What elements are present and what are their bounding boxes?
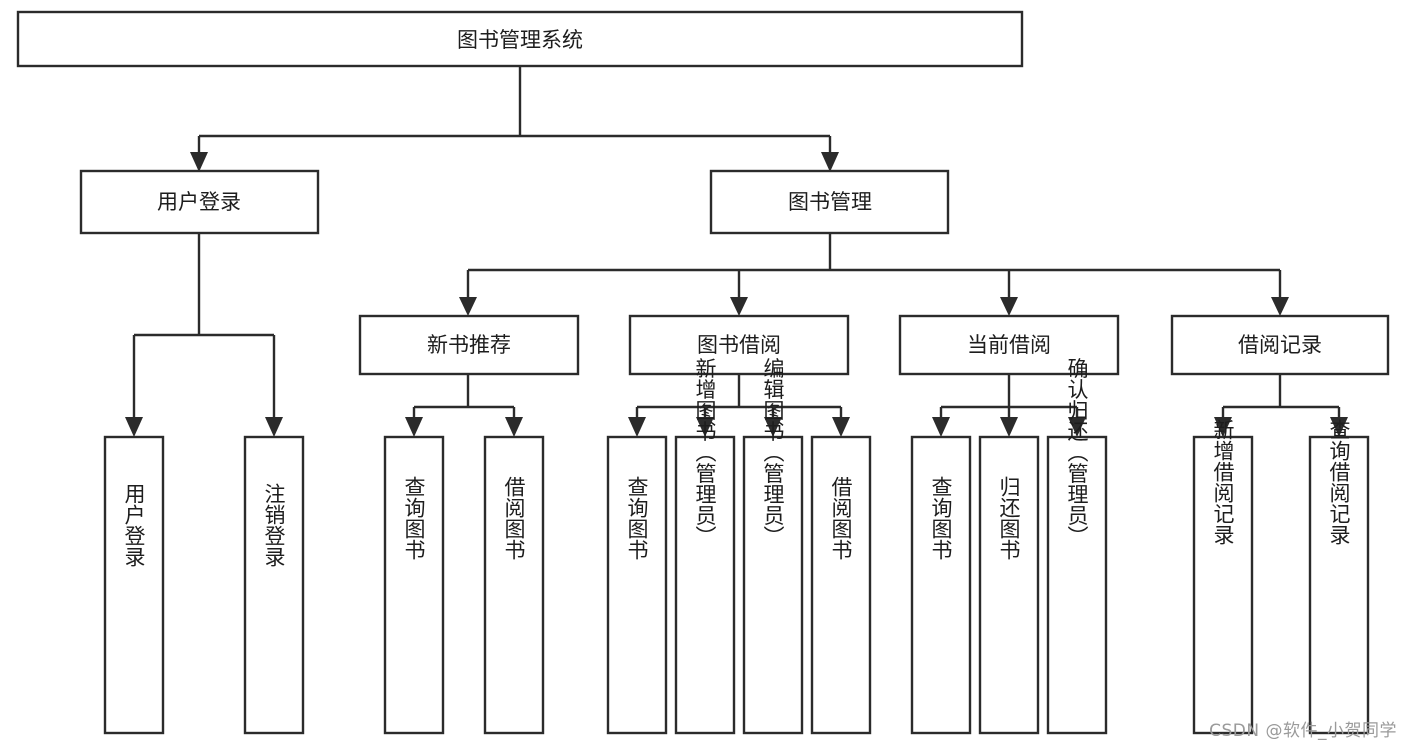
node-leaf-edit-book-admin-label: 编辑图书（管理员） [761,358,785,547]
node-leaf-query-borrow-record[interactable]: 查询借阅记录 [1308,419,1370,735]
connector-group-book-manage [459,233,1289,316]
arrow-head-book-borrow [730,297,748,316]
arrow-head-borrow-record [1271,297,1289,316]
node-user-login[interactable]: 用户登录 [79,169,320,235]
node-leaf-borrow-book-1[interactable]: 借阅图书 [483,435,545,735]
arrow-head-leaf-add-borrow-record [1214,417,1232,437]
node-borrow-record-box[interactable] [1170,314,1390,376]
connector-group-user-login [125,233,283,437]
arrow-head-leaf-query-book-1 [405,417,423,437]
node-new-book-rec-label: 新书推荐 [427,333,511,357]
node-leaf-add-borrow-record-box[interactable] [1192,435,1254,735]
node-user-login-box[interactable] [79,169,320,235]
connector-group-current-borrow [932,374,1086,437]
node-leaf-user-login-box[interactable] [103,435,165,735]
node-leaf-query-borrow-record-label: 查询借阅记录 [1327,419,1351,545]
node-new-book-rec[interactable]: 新书推荐 [358,314,580,376]
node-leaf-add-borrow-record-label: 新增借阅记录 [1211,419,1235,545]
node-root-box[interactable] [16,10,1024,68]
arrow-head-leaf-query-book-3 [932,417,950,437]
arrow-head-book-manage [821,152,839,172]
arrow-head-current-borrow [1000,297,1018,316]
node-leaf-query-book-3-box[interactable] [910,435,972,735]
node-root[interactable]: 图书管理系统 [16,10,1024,68]
node-leaf-user-login[interactable]: 用户登录 [103,435,165,735]
node-leaf-query-book-3-label: 查询图书 [929,476,953,560]
node-leaf-add-borrow-record[interactable]: 新增借阅记录 [1192,419,1254,735]
node-current-borrow-label: 当前借阅 [967,333,1051,357]
node-book-borrow-label: 图书借阅 [697,333,781,357]
node-book-manage-label: 图书管理 [788,190,872,214]
connector-group-book-borrow [628,374,850,437]
node-current-borrow-box[interactable] [898,314,1120,376]
node-borrow-record-label: 借阅记录 [1238,333,1322,357]
connector-group-root [190,66,839,172]
node-leaf-borrow-book-2-label: 借阅图书 [829,476,853,560]
node-book-borrow[interactable]: 图书借阅 [628,314,850,376]
node-leaf-confirm-return-admin-label: 确认归还（管理员） [1065,358,1089,547]
arrow-head-leaf-return-book [1000,417,1018,437]
connector-group-borrow-record [1214,374,1348,437]
arrow-head-leaf-user-login [125,417,143,437]
node-root-label: 图书管理系统 [457,28,583,52]
node-leaf-borrow-book-1-label: 借阅图书 [502,476,526,560]
node-leaf-borrow-book-2[interactable]: 借阅图书 [810,435,872,735]
arrow-head-leaf-borrow-book-2 [832,417,850,437]
node-leaf-edit-book-admin-box[interactable] [742,435,804,735]
node-leaf-query-book-2-box[interactable] [606,435,668,735]
node-leaf-add-book-admin[interactable]: 新增图书（管理员） [674,358,736,735]
arrow-head-leaf-add-book-admin [696,417,714,437]
arrow-head-user-login [190,152,208,172]
arrow-head-leaf-edit-book-admin [764,417,782,437]
node-book-borrow-box[interactable] [628,314,850,376]
arrow-head-leaf-query-borrow-record [1330,417,1348,437]
node-leaf-query-book-1-label: 查询图书 [402,476,426,560]
node-leaf-return-book[interactable]: 归还图书 [978,435,1040,735]
node-book-manage-box[interactable] [709,169,950,235]
node-leaf-query-book-1-box[interactable] [383,435,445,735]
node-current-borrow[interactable]: 当前借阅 [898,314,1120,376]
node-borrow-record[interactable]: 借阅记录 [1170,314,1390,376]
node-leaf-logout[interactable]: 注销登录 [243,435,305,735]
node-leaf-return-book-label: 归还图书 [997,476,1021,560]
node-leaf-borrow-book-2-box[interactable] [810,435,872,735]
node-leaf-query-book-2-label: 查询图书 [625,476,649,560]
arrow-head-leaf-confirm-return-admin [1068,417,1086,437]
arrow-head-leaf-logout [265,417,283,437]
node-book-manage[interactable]: 图书管理 [709,169,950,235]
node-leaf-query-borrow-record-box[interactable] [1308,435,1370,735]
arrow-head-new-book-rec [459,297,477,316]
node-leaf-add-book-admin-label: 新增图书（管理员） [693,358,717,547]
node-leaf-query-book-3[interactable]: 查询图书 [910,435,972,735]
node-leaf-logout-box[interactable] [243,435,305,735]
node-leaf-logout-label: 注销登录 [262,483,286,567]
node-leaf-query-book-2[interactable]: 查询图书 [606,435,668,735]
node-leaf-user-login-label: 用户登录 [122,483,146,567]
node-leaf-edit-book-admin[interactable]: 编辑图书（管理员） [742,358,804,735]
arrow-head-leaf-borrow-book-1 [505,417,523,437]
node-leaf-confirm-return-admin-box[interactable] [1046,435,1108,735]
node-new-book-rec-box[interactable] [358,314,580,376]
node-leaf-borrow-book-1-box[interactable] [483,435,545,735]
connector-group-new-book-rec [405,374,523,437]
node-leaf-confirm-return-admin[interactable]: 确认归还（管理员） [1046,358,1108,735]
node-leaf-return-book-box[interactable] [978,435,1040,735]
node-user-login-label: 用户登录 [157,190,241,214]
arrow-head-leaf-query-book-2 [628,417,646,437]
node-leaf-query-book-1[interactable]: 查询图书 [383,435,445,735]
node-leaf-add-book-admin-box[interactable] [674,435,736,735]
